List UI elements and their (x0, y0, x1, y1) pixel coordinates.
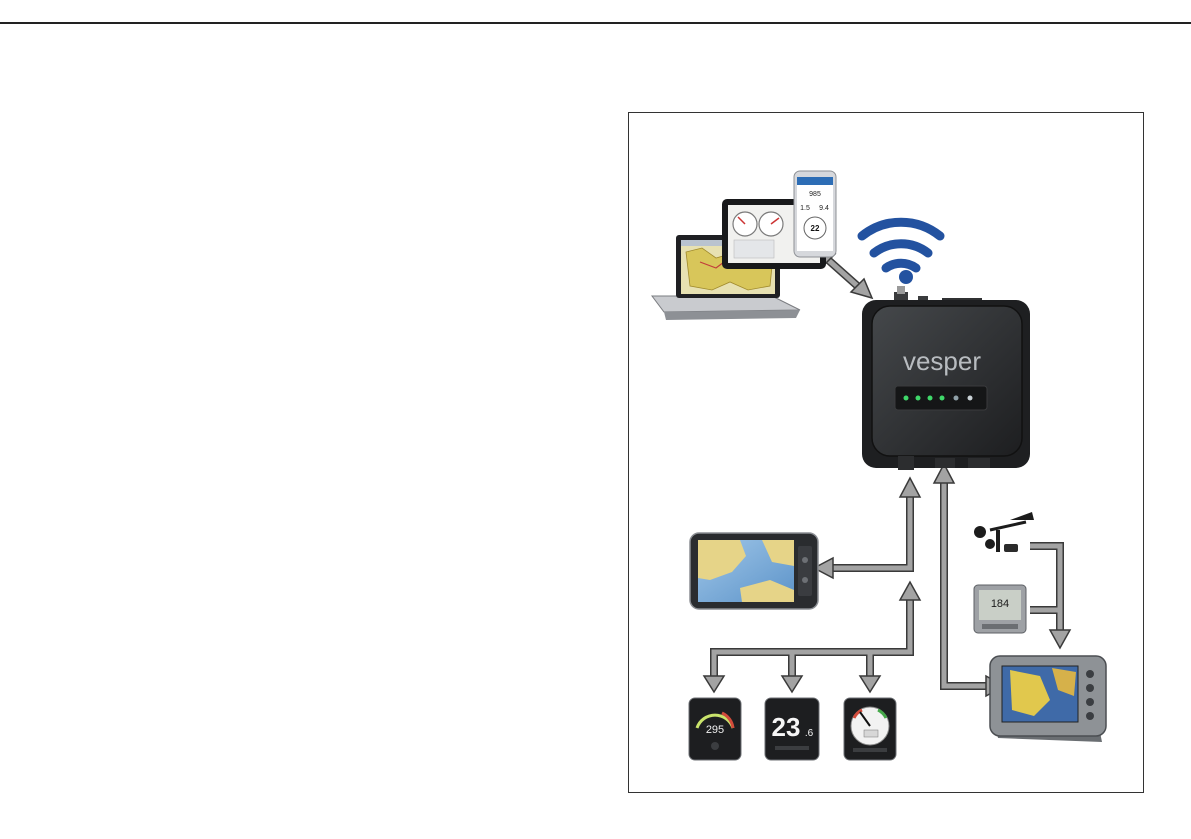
smartphone: 985 1.5 9.4 22 (794, 171, 836, 257)
weather-display: 184 (974, 585, 1026, 633)
arrowhead-up-bus (900, 582, 920, 600)
wind-sensor (974, 512, 1034, 552)
legacy-chartplotter (990, 656, 1106, 742)
depth-readout-decimal: .6 (805, 728, 814, 739)
arrowhead-down-weather (1050, 630, 1070, 648)
phone-readout-right: 9.4 (819, 205, 829, 212)
phone-readout-top: 985 (809, 191, 821, 198)
arrowhead-to-depth (782, 676, 802, 692)
wind-instrument (844, 698, 896, 760)
arrowhead-to-wind (860, 676, 880, 692)
wifi-icon (862, 222, 940, 284)
heading-readout: 295 (706, 724, 724, 736)
vesper-hub: vesper (862, 286, 1030, 470)
depth-instrument: 23 .6 (765, 698, 819, 760)
phone-readout-left: 1.5 (800, 205, 810, 212)
hub-brand-label: vesper (903, 346, 981, 376)
arrowhead-up-hub-left (900, 478, 920, 497)
arrowhead-to-heading (704, 676, 724, 692)
phone-readout-speed: 22 (811, 224, 820, 233)
weather-readout: 184 (991, 598, 1009, 610)
chartplotter (690, 533, 818, 609)
depth-readout-main: 23 (772, 712, 801, 742)
heading-instrument: 295 (689, 698, 741, 760)
